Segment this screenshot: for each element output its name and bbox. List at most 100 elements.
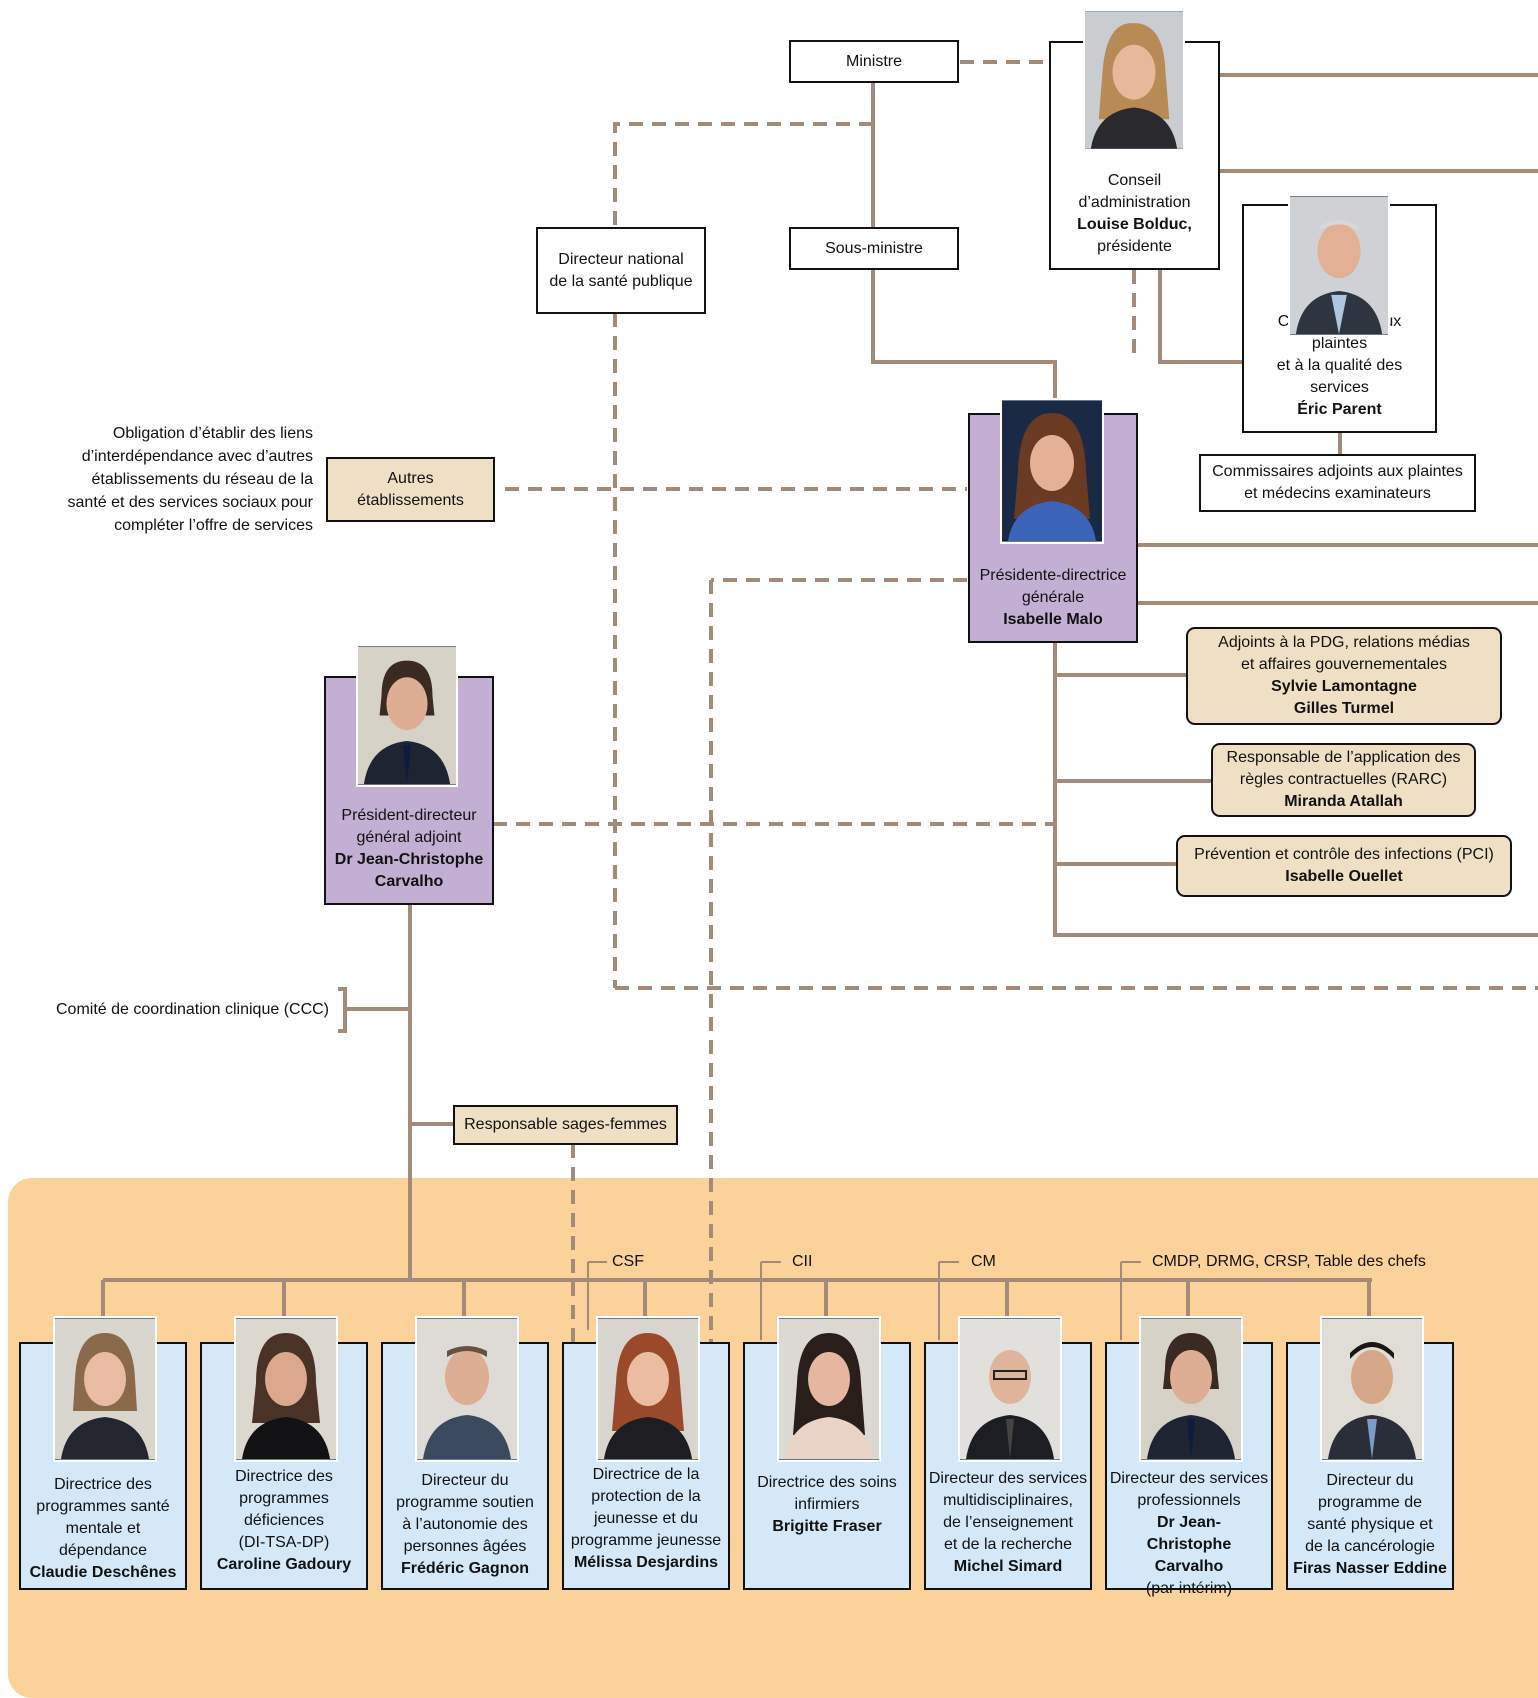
adjoints-line1: Adjoints à la PDG, relations médias bbox=[1218, 634, 1470, 651]
director-title-line: dépendance bbox=[58, 1542, 148, 1559]
director-card: Directeur du programme soutien à l’auton… bbox=[381, 1316, 549, 1590]
sages-femmes-label: Responsable sages-femmes bbox=[464, 1116, 667, 1133]
person-silhouette-icon bbox=[779, 1319, 879, 1459]
commissaires-adjoints-line1: Commissaires adjoints aux plaintes bbox=[1212, 463, 1463, 480]
director-card: Directrice des programmes déficiences (D… bbox=[200, 1316, 368, 1590]
director-title-line: Directrice de la bbox=[592, 1466, 700, 1483]
melissa-desjardins-photo bbox=[596, 1316, 700, 1462]
director-title-line: programmes santé bbox=[36, 1498, 170, 1515]
director-name: Michel Simard bbox=[953, 1558, 1063, 1575]
adjoints-pdg-box: Adjoints à la PDG, relations médias et a… bbox=[1186, 627, 1502, 725]
pdg-name: Isabelle Malo bbox=[1003, 611, 1103, 628]
person-silhouette-icon bbox=[1290, 196, 1388, 335]
director-name: Firas Nasser Eddine bbox=[1293, 1560, 1447, 1577]
dnsp-line2: de la santé publique bbox=[549, 272, 693, 290]
rarc-line1: Responsable de l’application des bbox=[1226, 749, 1461, 766]
director-title-line: Directeur du bbox=[1326, 1472, 1414, 1489]
director-title-line: multidisciplinaires, bbox=[943, 1492, 1073, 1509]
director-name: Dr Jean-Christophe Carvalho bbox=[1146, 1514, 1232, 1575]
ccc-label: Comité de coordination clinique (CCC) bbox=[56, 1001, 330, 1018]
dnsp-line1: Directeur national bbox=[558, 250, 684, 268]
director-title-line: infirmiers bbox=[794, 1496, 860, 1513]
director-card: Directrice des soins infirmiers Brigitte… bbox=[743, 1316, 911, 1590]
director-text: Directrice des programmes santé mentale … bbox=[21, 1474, 185, 1584]
director-title-line: Directrice des soins bbox=[757, 1474, 897, 1491]
director-text: Directeur des services professionnels Dr… bbox=[1107, 1468, 1271, 1600]
note-line: établissements du réseau de la bbox=[91, 471, 313, 488]
pci-box: Prévention et contrôle des infections (P… bbox=[1176, 835, 1512, 897]
pdga-name2: Carvalho bbox=[374, 873, 444, 890]
commissaire-line2: et à la qualité des services bbox=[1276, 357, 1403, 396]
person-silhouette-icon bbox=[417, 1319, 517, 1459]
director-name: Caroline Gadoury bbox=[216, 1556, 352, 1573]
louise-bolduc-photo bbox=[1083, 9, 1185, 151]
autres-etablissements-note: Obligation d’établir des liens d’interdé… bbox=[40, 422, 313, 537]
director-text: Directeur du programme de santé physique… bbox=[1288, 1470, 1452, 1580]
director-name: Claudie Deschênes bbox=[29, 1564, 177, 1581]
director-title-line: professionnels bbox=[1137, 1492, 1241, 1509]
director-text: Directeur du programme soutien à l’auton… bbox=[383, 1470, 547, 1580]
person-silhouette-icon bbox=[960, 1319, 1060, 1459]
director-title-line: et de la recherche bbox=[943, 1536, 1073, 1553]
rarc-line2: règles contractuelles (RARC) bbox=[1239, 771, 1448, 788]
sous-ministre-label: Sous-ministre bbox=[825, 239, 923, 257]
frederic-gagnon-photo bbox=[415, 1316, 519, 1462]
conseil-name: Louise Bolduc, bbox=[1077, 216, 1192, 233]
pdg-line1: Présidente-directrice bbox=[979, 567, 1127, 584]
person-silhouette-icon bbox=[55, 1319, 155, 1459]
caroline-gadoury-photo bbox=[234, 1316, 338, 1462]
commissaires-adjoints-line2: et médecins examinateurs bbox=[1244, 485, 1431, 502]
director-title-line: programmes bbox=[239, 1490, 329, 1507]
dsp-carvalho-photo bbox=[1139, 1316, 1243, 1462]
csf-label: CSF bbox=[612, 1253, 644, 1270]
michel-simard-photo bbox=[958, 1316, 1062, 1462]
director-title-line: déficiences bbox=[243, 1512, 325, 1529]
note-line: Obligation d’établir des liens bbox=[112, 425, 313, 442]
director-name: Brigitte Fraser bbox=[772, 1518, 882, 1535]
autres-etablissements-box: Autres établissements bbox=[326, 457, 495, 522]
cii-label: CII bbox=[792, 1253, 813, 1270]
director-text: Directrice des programmes déficiences (D… bbox=[202, 1466, 366, 1576]
cmdp-drmg-crsp-label: CMDP, DRMG, CRSP, Table des chefs bbox=[1152, 1253, 1426, 1270]
director-text: Directeur des services multidisciplinair… bbox=[926, 1468, 1090, 1578]
ministre-label: Ministre bbox=[845, 52, 902, 70]
director-title-line: protection de la bbox=[591, 1488, 701, 1505]
director-text: Directrice des soins infirmiers Brigitte… bbox=[745, 1472, 909, 1538]
director-title-line: programme de bbox=[1317, 1494, 1423, 1511]
person-silhouette-icon bbox=[236, 1319, 336, 1459]
adjoints-name2: Gilles Turmel bbox=[1293, 700, 1395, 717]
director-card: Directeur des services multidisciplinair… bbox=[924, 1316, 1092, 1590]
director-card: Directeur du programme de santé physique… bbox=[1286, 1316, 1454, 1590]
conseil-line2: d’administration bbox=[1078, 194, 1191, 211]
director-card: Directrice des programmes santé mentale … bbox=[19, 1316, 187, 1590]
director-title-line: mentale et bbox=[65, 1520, 141, 1537]
claudie-deschenes-photo bbox=[53, 1316, 157, 1462]
director-title-line: programme soutien bbox=[396, 1494, 534, 1511]
director-title-line: de l’enseignement bbox=[943, 1514, 1073, 1531]
pci-line1: Prévention et contrôle des infections (P… bbox=[1194, 846, 1494, 863]
person-silhouette-icon bbox=[1085, 11, 1183, 149]
note-line: d’interdépendance avec d’autres bbox=[81, 448, 313, 465]
director-title-line: programme jeunesse bbox=[570, 1532, 722, 1549]
director-title-line: Directrice des bbox=[235, 1468, 333, 1485]
commissaires-adjoints-box: Commissaires adjoints aux plaintes et mé… bbox=[1199, 454, 1476, 512]
director-title-line: santé physique et bbox=[1307, 1516, 1433, 1533]
director-title-line: Directrice des bbox=[54, 1476, 152, 1493]
person-silhouette-icon bbox=[1322, 1319, 1422, 1459]
director-title-line: à l’autonomie des bbox=[402, 1516, 528, 1533]
autres-etablissements-label: Autres établissements bbox=[357, 469, 464, 509]
note-line: compléter l’offre de services bbox=[114, 517, 313, 534]
person-silhouette-icon bbox=[598, 1319, 698, 1459]
cm-label: CM bbox=[971, 1253, 996, 1270]
directeur-national-sante-publique-box: Directeur national de la santé publique bbox=[536, 227, 706, 314]
director-name: Frédéric Gagnon bbox=[400, 1560, 530, 1577]
conseil-role: présidente bbox=[1097, 238, 1172, 255]
adjoints-line2: et affaires gouvernementales bbox=[1240, 656, 1448, 673]
director-name: Mélissa Desjardins bbox=[573, 1554, 719, 1571]
director-card: Directrice de la protection de la jeunes… bbox=[562, 1316, 730, 1590]
person-silhouette-icon bbox=[1141, 1319, 1241, 1459]
director-title-line: jeunesse et du bbox=[593, 1510, 699, 1527]
director-title-line: (DI-TSA-DP) bbox=[238, 1534, 330, 1551]
conseil-administration-box: Conseil d’administration Louise Bolduc, … bbox=[1049, 41, 1220, 270]
